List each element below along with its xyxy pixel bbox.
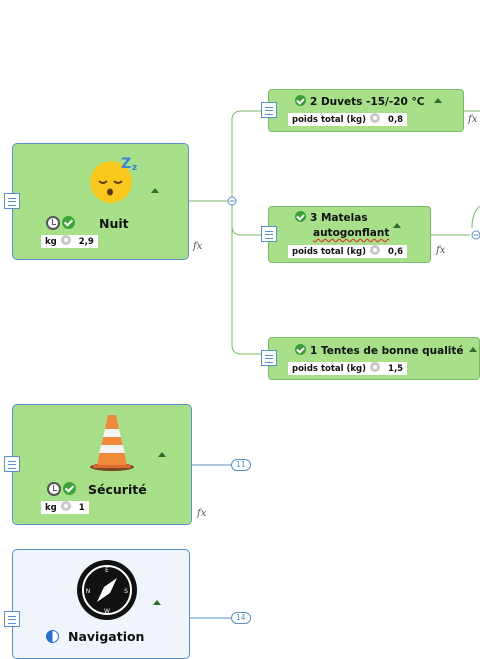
- notes-list-icon[interactable]: [4, 193, 20, 209]
- collapsed-count-badge[interactable]: 14: [231, 612, 251, 624]
- check-circle-icon: [295, 211, 306, 222]
- topic-nuit[interactable]: Z z Nuit kg 2,9: [12, 143, 189, 260]
- svg-text:W: W: [104, 608, 110, 615]
- svg-text:E: E: [105, 567, 109, 574]
- collapsed-count-badge[interactable]: 11: [231, 459, 251, 471]
- formula-icon[interactable]: fx: [468, 114, 478, 125]
- notes-list-icon[interactable]: [261, 102, 277, 118]
- notes-list-icon[interactable]: [261, 350, 277, 366]
- check-circle-icon: [295, 95, 306, 106]
- subtopic-title: 2 Duvets -15/-20 °C: [295, 95, 424, 108]
- subtopic-matelas[interactable]: 3 Matelas autogonflant poids total (kg) 0…: [268, 206, 431, 263]
- subtopic-duvets[interactable]: 2 Duvets -15/-20 °C poids total (kg) 0,8: [268, 89, 464, 132]
- notes-list-icon[interactable]: [261, 226, 277, 242]
- formula-icon[interactable]: fx: [193, 241, 203, 252]
- property-value: 2,9: [78, 237, 94, 247]
- collapse-triangle-icon[interactable]: [153, 600, 161, 605]
- subtopic-title-line1: 3 Matelas: [295, 211, 368, 224]
- svg-text:Z: Z: [121, 156, 131, 172]
- topic-title: Nuit: [99, 216, 129, 231]
- check-circle-icon: [295, 344, 306, 355]
- topic-title: Navigation: [68, 629, 145, 644]
- property-label: kg: [45, 237, 57, 247]
- collapse-triangle-icon[interactable]: [158, 452, 166, 457]
- subtopic-tentes[interactable]: 1 Tentes de bonne qualité poids total (k…: [268, 337, 480, 380]
- subtopic-property: poids total (kg) 0,8: [288, 113, 408, 126]
- svg-text:z: z: [132, 163, 137, 173]
- topic-navigation[interactable]: E N S W Navigation: [12, 549, 190, 659]
- property-value: 1,5: [388, 364, 404, 374]
- collapse-triangle-icon[interactable]: [434, 98, 442, 103]
- property-label: poids total (kg): [292, 364, 367, 374]
- collapse-triangle-icon[interactable]: [393, 223, 401, 228]
- compass-icon: E N S W: [77, 560, 137, 620]
- property-label: poids total (kg): [292, 115, 367, 125]
- complete-circle-icon: [63, 482, 76, 495]
- complete-circle-icon: [62, 216, 75, 229]
- formula-icon[interactable]: fx: [436, 245, 446, 256]
- property-label: kg: [45, 503, 57, 513]
- collapse-triangle-icon[interactable]: [469, 347, 477, 352]
- half-progress-icon: [46, 630, 59, 643]
- clock-icon: [47, 482, 61, 496]
- formula-icon[interactable]: fx: [197, 508, 207, 519]
- property-value: 0,8: [388, 115, 404, 125]
- gear-icon: [60, 235, 71, 245]
- notes-list-icon[interactable]: [4, 456, 20, 472]
- gear-icon: [60, 501, 71, 511]
- gear-icon: [370, 113, 381, 123]
- topic-property: kg 1: [41, 501, 89, 514]
- gear-icon: [370, 245, 381, 255]
- notes-list-icon[interactable]: [4, 611, 20, 627]
- property-label: poids total (kg): [292, 247, 367, 257]
- svg-text:S: S: [124, 588, 128, 595]
- topic-property: kg 2,9: [41, 235, 98, 248]
- clock-icon: [46, 216, 60, 230]
- property-value: 1: [78, 503, 85, 513]
- subtopic-title: 1 Tentes de bonne qualité: [295, 344, 464, 357]
- gear-icon: [370, 362, 381, 372]
- topic-securite[interactable]: Sécurité kg 1: [12, 404, 192, 525]
- traffic-cone-icon: [90, 415, 134, 471]
- svg-text:N: N: [86, 588, 91, 595]
- subtopic-title-line2: autogonflant: [313, 227, 390, 239]
- property-value: 0,6: [388, 247, 404, 257]
- topic-title: Sécurité: [88, 482, 147, 497]
- subtopic-property: poids total (kg) 0,6: [288, 245, 408, 258]
- subtopic-property: poids total (kg) 1,5: [288, 362, 408, 375]
- sleeping-face-icon: Z z: [90, 156, 137, 203]
- collapse-triangle-icon[interactable]: [151, 188, 159, 193]
